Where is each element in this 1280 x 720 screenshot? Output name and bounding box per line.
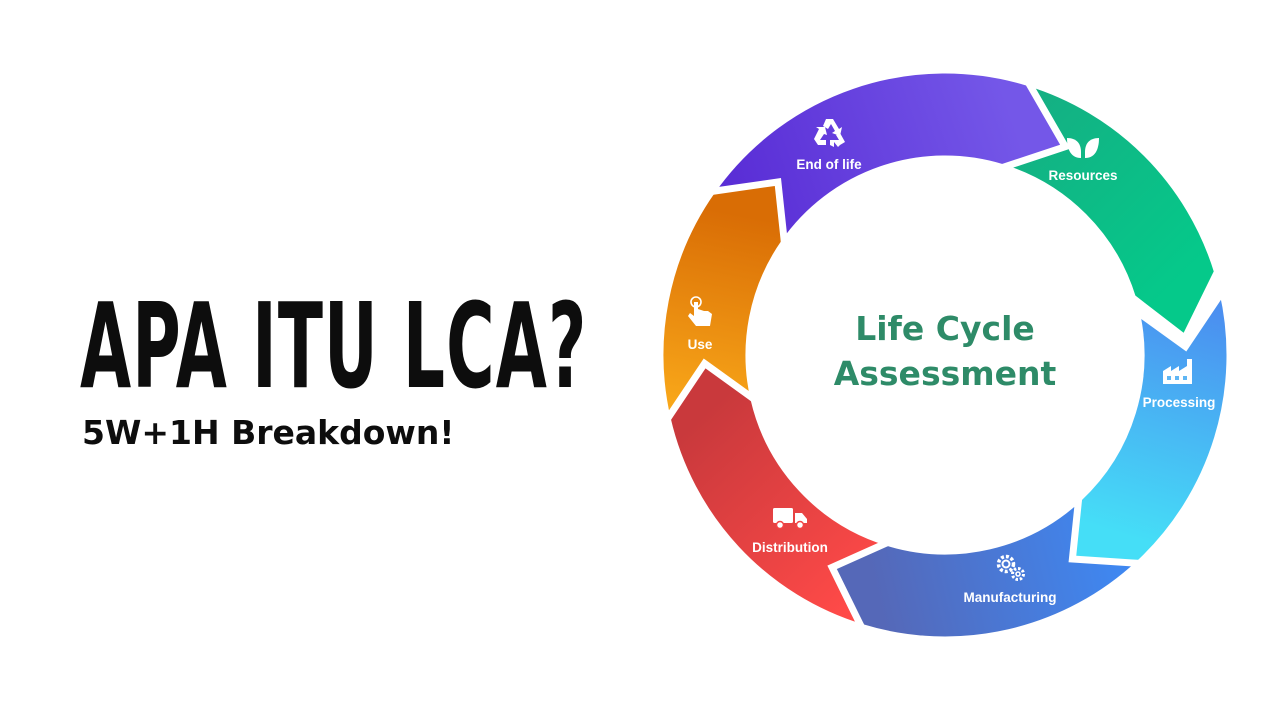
factory-icon [1163,359,1192,384]
segment-label-distribution: Distribution [752,540,828,555]
leaf-icon [1067,138,1099,158]
headline-subtitle: 5W+1H Breakdown! [82,413,455,452]
center-title-line1: Life Cycle [855,309,1035,348]
segment-end-of-life [703,66,1071,253]
segment-label-processing: Processing [1143,395,1216,410]
segment-label-resources: Resources [1048,168,1117,183]
hand-tap-icon [688,296,712,326]
recycle-icon [814,119,845,147]
segment-label-use: Use [688,337,713,352]
truck-icon [773,508,807,530]
ring-segments [656,66,1234,644]
segment-label-end-of-life: End of life [796,157,862,172]
center-title-line2: Assessment [834,354,1057,393]
ring-icons [688,119,1192,581]
gears-icon [996,554,1025,581]
segment-label-manufacturing: Manufacturing [964,590,1057,605]
headline-title: APA ITU LCA? [80,277,588,415]
segment-processing [1061,282,1234,567]
